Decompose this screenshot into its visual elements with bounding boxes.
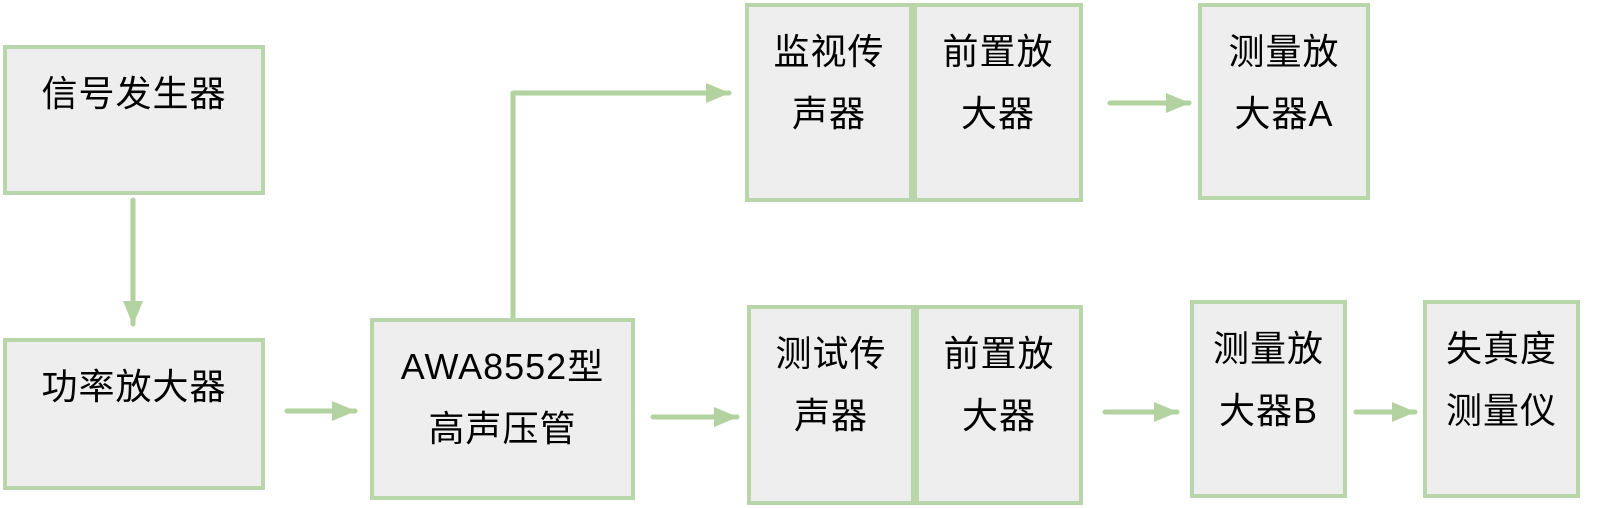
node-preamplifier-bottom: 前置放 大器 [915,305,1083,505]
node-distortion-meter-label-line1: 失真度 [1445,328,1557,369]
node-signal-generator: 信号发生器 [3,45,265,195]
node-power-amplifier: 功率放大器 [3,338,265,490]
node-preamplifier-top-label-line2: 大器 [960,93,1035,134]
node-test-microphone-label-line2: 声器 [793,395,868,436]
node-measuring-amplifier-b: 测量放 大器B [1190,300,1347,498]
node-monitor-microphone-label-line2: 声器 [791,93,866,134]
node-monitor-microphone: 监视传 声器 [745,3,913,202]
node-distortion-meter: 失真度 测量仪 [1423,300,1580,498]
node-measuring-amplifier-b-label-line1: 测量放 [1212,328,1324,369]
node-measuring-amplifier-a-label-line1: 测量放 [1228,31,1340,72]
node-preamplifier-bottom-label-line1: 前置放 [943,333,1055,374]
node-awa8552-tube: AWA8552型 高声压管 [370,318,635,500]
node-distortion-meter-label-line2: 测量仪 [1445,390,1557,431]
connector-awa-to-monitor-mic-arrow [510,83,732,321]
node-awa8552-tube-label-line1: AWA8552型 [400,346,605,387]
node-test-microphone-label-line1: 测试传 [775,333,887,374]
node-measuring-amplifier-a-label-line2: 大器A [1234,93,1334,134]
node-measuring-amplifier-b-label-line2: 大器B [1218,390,1318,431]
node-power-amplifier-label: 功率放大器 [41,366,227,407]
node-monitor-microphone-label-line1: 监视传 [773,31,885,72]
node-preamplifier-top-label-line1: 前置放 [942,31,1054,72]
node-awa8552-tube-label-line2: 高声压管 [428,408,577,449]
node-test-microphone: 测试传 声器 [747,305,915,505]
node-preamplifier-top: 前置放 大器 [913,3,1083,202]
node-signal-generator-label: 信号发生器 [41,73,227,114]
node-measuring-amplifier-a: 测量放 大器A [1198,3,1370,200]
node-preamplifier-bottom-label-line2: 大器 [961,395,1036,436]
